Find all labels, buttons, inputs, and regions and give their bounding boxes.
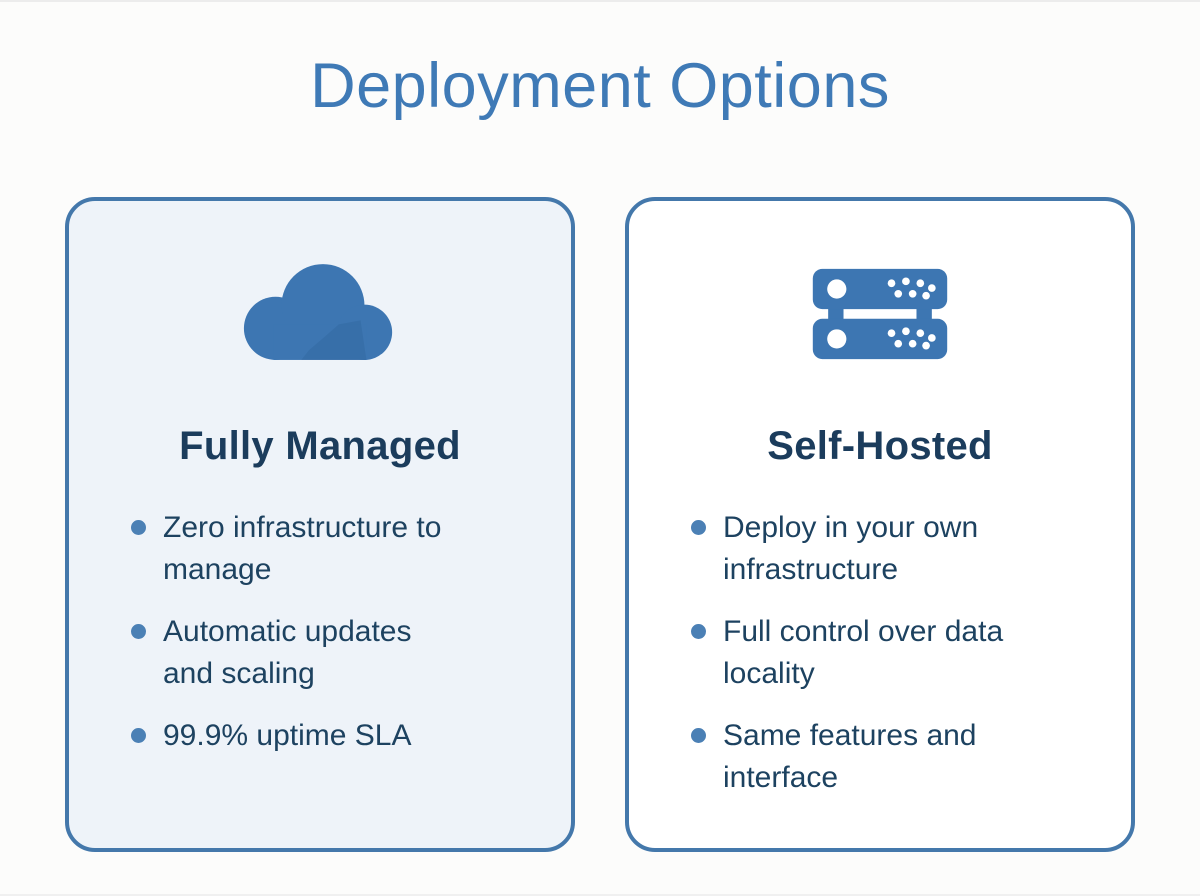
bullet-text: 99.9% uptime SLA bbox=[163, 719, 412, 752]
server-icon-svg bbox=[812, 268, 948, 360]
bullet-text: Zero infrastructure to manage bbox=[163, 511, 442, 586]
bullet-item: Full control over data locality bbox=[691, 611, 1113, 695]
card-heading-self-hosted: Self-Hosted bbox=[767, 424, 993, 468]
cloud-icon bbox=[69, 259, 571, 367]
bullet-dot-icon bbox=[691, 520, 706, 535]
bullet-item: 99.9% uptime SLA bbox=[131, 715, 553, 757]
cards-row: Fully Managed Zero infrastructure to man… bbox=[65, 197, 1135, 852]
bullet-text: Same features and interface bbox=[723, 719, 977, 794]
bullet-text: Deploy in your own infrastructure bbox=[723, 511, 979, 586]
bullet-dot-icon bbox=[131, 520, 146, 535]
bullet-dot-icon bbox=[131, 728, 146, 743]
page-title: Deployment Options bbox=[310, 51, 890, 121]
cloud-icon-svg bbox=[243, 264, 393, 360]
top-edge-line bbox=[0, 0, 1200, 2]
bullet-item: Zero infrastructure to manage bbox=[131, 507, 553, 591]
server-icon bbox=[629, 259, 1131, 367]
bullet-item: Deploy in your own infrastructure bbox=[691, 507, 1113, 591]
card-fully-managed: Fully Managed Zero infrastructure to man… bbox=[65, 197, 575, 852]
bullet-list-self-hosted: Deploy in your own infrastructure Full c… bbox=[629, 507, 1131, 799]
bullet-item: Automatic updates and scaling bbox=[131, 611, 553, 695]
bullet-list-fully-managed: Zero infrastructure to manage Automatic … bbox=[69, 507, 571, 757]
bullet-dot-icon bbox=[691, 728, 706, 743]
bullet-text: Full control over data locality bbox=[723, 615, 1004, 690]
bottom-edge-line bbox=[0, 894, 1200, 896]
bullet-dot-icon bbox=[691, 624, 706, 639]
card-self-hosted: Self-Hosted Deploy in your own infrastru… bbox=[625, 197, 1135, 852]
bullet-dot-icon bbox=[131, 624, 146, 639]
card-heading-fully-managed: Fully Managed bbox=[179, 424, 461, 468]
bullet-item: Same features and interface bbox=[691, 715, 1113, 799]
bullet-text: Automatic updates and scaling bbox=[163, 615, 412, 690]
